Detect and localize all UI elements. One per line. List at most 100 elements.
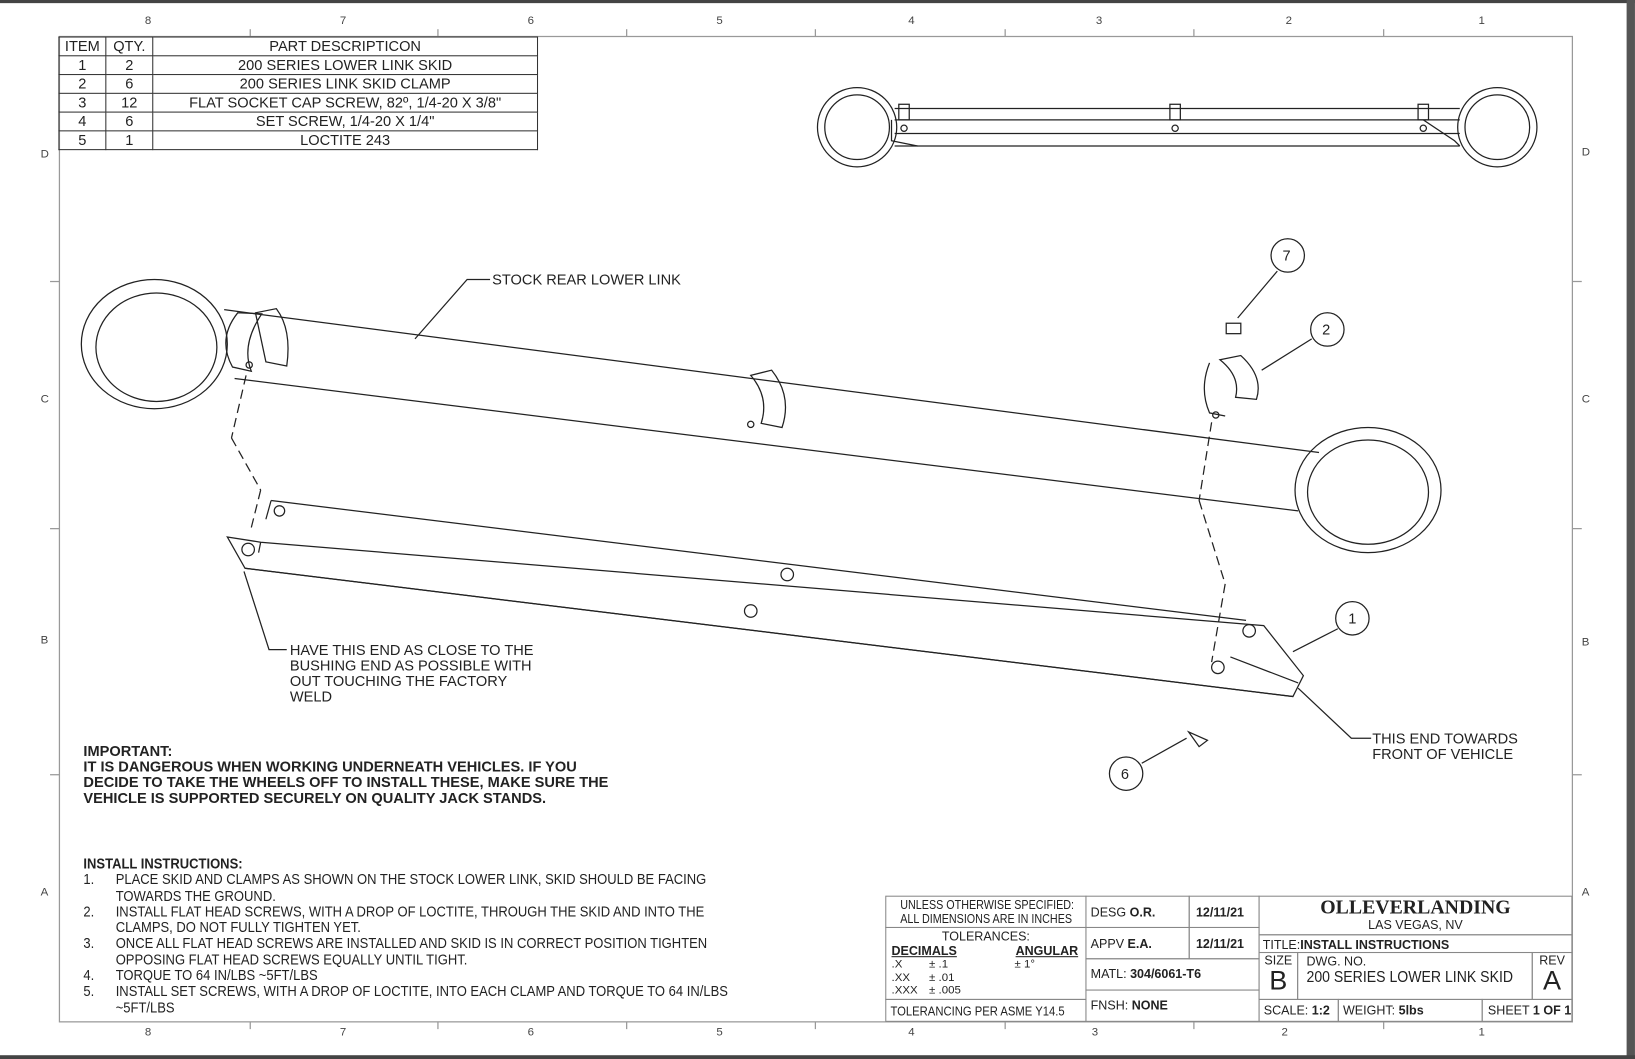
zone-col-2: 2	[1285, 14, 1293, 28]
tb-text: SCALE:	[1263, 1003, 1309, 1018]
company-location: LAS VEGAS, NV	[1368, 917, 1463, 933]
right-edge	[1626, 0, 1635, 1059]
desg: DESG O.R.	[1085, 895, 1190, 929]
step-text: INSTALL FLAT HEAD SCREWS, WITH A DROP OF…	[115, 903, 705, 921]
important-line: VEHICLE IS SUPPORTED SECURELY ON QUALITY…	[83, 789, 547, 807]
zone-row-c-right: C	[1581, 393, 1591, 406]
step-number: 2.	[83, 903, 95, 921]
tb-text: 1:2	[1311, 1003, 1330, 1018]
tb-text: ± .1	[929, 958, 949, 971]
bom-header-item: ITEM	[58, 36, 107, 57]
bom-item: 2	[58, 74, 107, 94]
step-number: 1.	[83, 872, 95, 889]
tb-text: .X	[891, 958, 903, 971]
tb-text: 304/6061-T6	[1130, 966, 1202, 982]
bom-header-qty: QTY.	[105, 36, 154, 57]
instruction-step: 1.PLACE SKID AND CLAMPS AS SHOWN ON THE …	[83, 872, 728, 889]
important-line: DECIDE TO TAKE THE WHEELS OFF TO INSTALL…	[83, 773, 609, 791]
step-text: INSTALL SET SCREWS, WITH A DROP OF LOCTI…	[115, 983, 728, 1001]
tb-text: B	[1269, 964, 1288, 996]
tb-text: 1 OF 1	[1532, 1003, 1572, 1018]
zone-col-2-bottom: 2	[1281, 1026, 1288, 1039]
tb-text: ± .01	[929, 971, 955, 984]
skid-isometric	[226, 499, 1305, 748]
scale: SCALE: 1:2	[1258, 998, 1339, 1022]
bom-description: FLAT SOCKET CAP SCREW, 82º, 1/4-20 X 3/8…	[152, 92, 539, 113]
tb-text: NONE	[1131, 997, 1168, 1013]
zone-col-5-bottom: 5	[716, 1026, 723, 1039]
desg-date: 12/11/21	[1188, 895, 1260, 929]
tb-text: 200 SERIES LOWER LINK SKID	[1306, 968, 1514, 987]
zone-col-8: 8	[144, 14, 152, 28]
step-text: TOWARDS THE GROUND.	[115, 887, 276, 905]
tolerances: TOLERANCES: DECIMALS ANGULAR ± 1° .X± .1…	[885, 926, 1087, 1000]
callout-line: OUT TOUCHING THE FACTORY	[289, 672, 508, 690]
tb-text: 5lbs	[1398, 1003, 1424, 1018]
tb-text: ± 1°	[1014, 958, 1036, 971]
drawing-number: DWG. NO.200 SERIES LOWER LINK SKID	[1297, 951, 1533, 1000]
tb-text: .XX	[891, 971, 911, 984]
instruction-step: 3.ONCE ALL FLAT HEAD SCREWS ARE INSTALLE…	[83, 936, 728, 953]
tb-text: A	[1543, 964, 1562, 996]
bom-description: 200 SERIES LINK SKID CLAMP	[152, 74, 539, 94]
step-text: TORQUE TO 64 IN/LBS ~5FT/LBS	[115, 967, 318, 985]
tb-text: UNLESS OTHERWISE SPECIFIED:	[900, 897, 1075, 913]
zone-col-5: 5	[716, 14, 723, 28]
zone-col-3-bottom: 3	[1091, 1026, 1099, 1039]
zone-row-a: A	[40, 886, 49, 899]
balloon-1: 1	[1348, 609, 1357, 627]
bom-description: 200 SERIES LOWER LINK SKID	[152, 55, 539, 76]
tb-text: SHEET	[1487, 1003, 1530, 1018]
appv-date: 12/11/21	[1188, 926, 1260, 960]
tb-text: ± .005	[929, 984, 961, 997]
bom-item: 4	[58, 111, 107, 132]
callout-line: WELD	[289, 688, 333, 705]
tb-text: E.A.	[1127, 936, 1152, 951]
step-text: ~5FT/LBS	[115, 999, 175, 1017]
important-title: IMPORTANT:	[83, 742, 173, 760]
bom-item: 1	[58, 55, 107, 76]
zone-col-7-bottom: 7	[339, 1026, 347, 1039]
finish: FNSH: NONE	[1085, 989, 1260, 1022]
balloons	[1108, 238, 1370, 791]
balloon-2: 2	[1322, 321, 1331, 338]
balloon-6: 6	[1120, 765, 1130, 783]
tb-text: WEIGHT:	[1342, 1003, 1396, 1018]
unless-specified: UNLESS OTHERWISE SPECIFIED:ALL DIMENSION…	[885, 895, 1087, 929]
asme: TOLERANCING PER ASME Y14.5	[885, 998, 1087, 1022]
zone-row-b-right: B	[1581, 636, 1590, 649]
tb-text: SIZE	[1264, 953, 1293, 968]
bom-qty: 6	[105, 74, 154, 94]
drawing-title: TITLE:INSTALL INSTRUCTIONS	[1258, 934, 1573, 954]
zone-row-c: C	[40, 393, 49, 406]
appv: APPV E.A.	[1085, 926, 1190, 960]
leader-lines	[243, 270, 1372, 764]
bom-description: SET SCREW, 1/4-20 X 1/4"	[152, 111, 539, 132]
instructions-title: INSTALL INSTRUCTIONS:	[83, 856, 243, 873]
tb-text: DESG	[1090, 905, 1127, 920]
tb-text: FNSH:	[1090, 997, 1129, 1013]
balloon-7: 7	[1282, 247, 1291, 264]
tb-text: DWG. NO.	[1306, 954, 1367, 969]
tb-text: TOLERANCING PER ASME Y14.5	[890, 1004, 1065, 1019]
zone-row-b: B	[40, 633, 49, 647]
zone-col-1-bottom: 1	[1478, 1026, 1485, 1039]
zone-row-d-right: D	[1581, 145, 1591, 159]
tb-text: TITLE:	[1262, 937, 1301, 952]
install-instructions: INSTALL INSTRUCTIONS: 1.PLACE SKID AND C…	[83, 856, 728, 1017]
callout-line: HAVE THIS END AS CLOSE TO THE	[289, 641, 534, 658]
company-name: OLLEVERLANDING	[1320, 896, 1511, 919]
top-edge	[0, 0, 1635, 4]
step-text: OPPOSING FLAT HEAD SCREWS EQUALLY UNTIL …	[115, 951, 468, 969]
tb-text: INSTALL INSTRUCTIONS	[1300, 937, 1450, 952]
bom-qty: 2	[105, 55, 154, 76]
company-block: OLLEVERLANDING LAS VEGAS, NV	[1258, 895, 1573, 936]
zone-col-4-bottom: 4	[908, 1026, 915, 1039]
zone-col-6: 6	[527, 14, 534, 28]
